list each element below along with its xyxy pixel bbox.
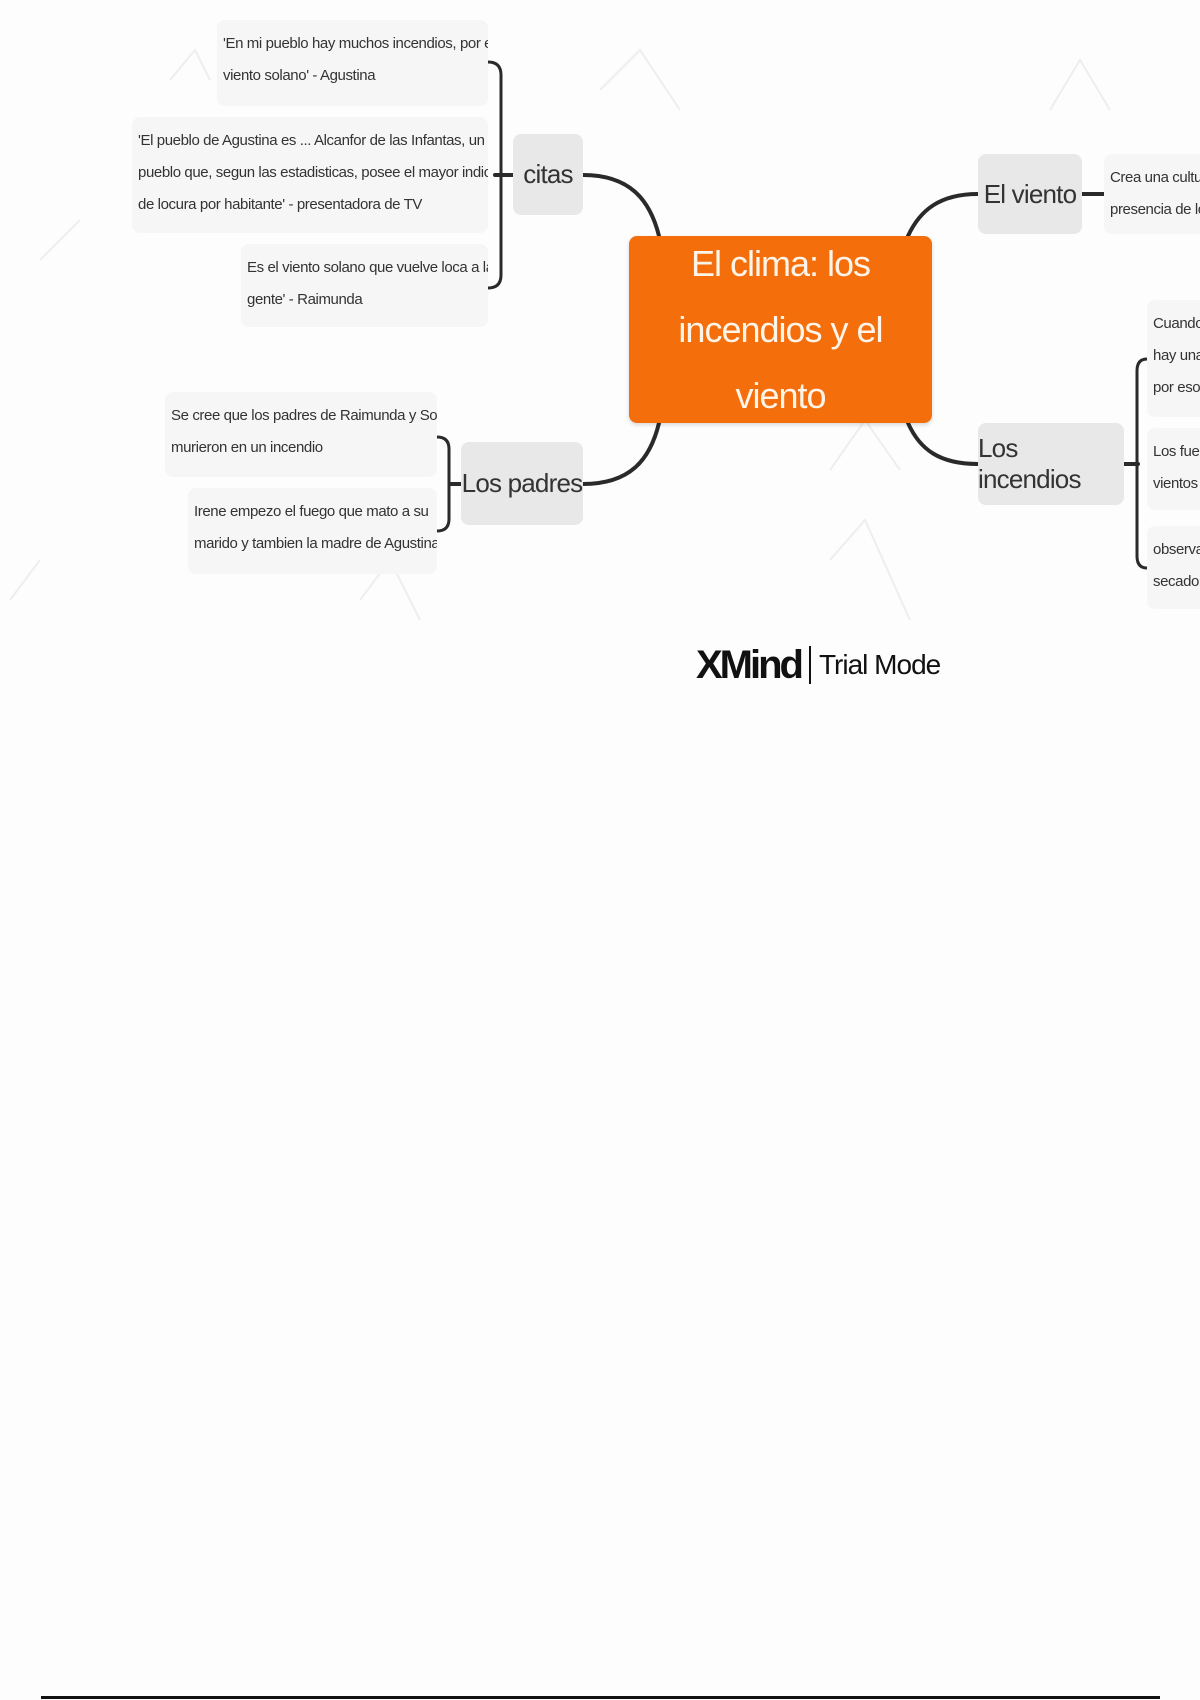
xmind-watermark: XMind Trial Mode bbox=[696, 640, 941, 690]
leaf-line: viento solano' - Agustina bbox=[223, 67, 376, 84]
leaf-line: Se cree que los padres de Raimunda y Sol… bbox=[171, 407, 437, 424]
topic-viento-label: El viento bbox=[983, 178, 1077, 209]
leaf-line: por eso bbox=[1153, 379, 1200, 396]
topic-incendios-label: Los incendios bbox=[978, 433, 1081, 494]
leaf-line: vientos bbox=[1153, 475, 1198, 492]
incendios-item-1[interactable]: Cuando hay una por eso bbox=[1147, 300, 1200, 417]
leaf-line: pueblo que, segun las estadisticas, pose… bbox=[138, 164, 488, 181]
central-title-line1: El clima: los bbox=[690, 242, 871, 284]
padres-item-1[interactable]: Se cree que los padres de Raimunda y Sol… bbox=[165, 392, 437, 477]
leaf-line: murieron en un incendio bbox=[171, 439, 323, 456]
leaf-line: presencia de lo bbox=[1110, 201, 1200, 218]
leaf-line: de locura por habitante' - presentadora … bbox=[138, 196, 422, 213]
topic-los-incendios[interactable]: Los incendios bbox=[978, 423, 1124, 505]
bracket-citas bbox=[486, 60, 503, 290]
citas-item-2[interactable]: 'El pueblo de Agustina es ... Alcanfor d… bbox=[132, 117, 488, 233]
leaf-line: observa bbox=[1153, 541, 1200, 558]
watermark-divider bbox=[808, 646, 811, 684]
leaf-line: gente' - Raimunda bbox=[247, 291, 363, 308]
leaf-line: 'El pueblo de Agustina es ... Alcanfor d… bbox=[138, 132, 485, 149]
bracket-incendios bbox=[1135, 357, 1149, 570]
topic-los-padres[interactable]: Los padres bbox=[461, 442, 583, 525]
leaf-line: Crea una cultu bbox=[1110, 169, 1200, 186]
leaf-line: 'En mi pueblo hay muchos incendios, por … bbox=[223, 35, 488, 52]
leaf-line: Cuando bbox=[1153, 315, 1200, 332]
leaf-line: Es el viento solano que vuelve loca a la bbox=[247, 259, 488, 276]
viento-item-1[interactable]: Crea una cultu presencia de lo bbox=[1104, 154, 1200, 234]
citas-item-1[interactable]: 'En mi pueblo hay muchos incendios, por … bbox=[217, 20, 488, 106]
topic-citas[interactable]: citas bbox=[513, 134, 583, 215]
leaf-line: hay una bbox=[1153, 347, 1200, 364]
leaf-line: Irene empezo el fuego que mato a su bbox=[194, 503, 429, 520]
connector-padres bbox=[581, 421, 661, 486]
citas-item-3[interactable]: Es el viento solano que vuelve loca a la… bbox=[241, 244, 488, 327]
leaf-line: Los fueg bbox=[1153, 443, 1200, 460]
leaf-line: secado bbox=[1153, 573, 1199, 590]
padres-item-2[interactable]: Irene empezo el fuego que mato a su marid… bbox=[188, 488, 437, 574]
incendios-item-2[interactable]: Los fueg vientos bbox=[1147, 428, 1200, 510]
trial-mode-label: Trial Mode bbox=[818, 649, 941, 680]
leaf-line: marido y tambien la madre de Agustina bbox=[194, 535, 437, 552]
xmind-logo: XMind bbox=[696, 642, 804, 687]
topic-citas-label: citas bbox=[523, 159, 573, 189]
topic-el-viento[interactable]: El viento bbox=[978, 154, 1082, 234]
bracket-padres bbox=[435, 435, 451, 533]
bottom-rule bbox=[41, 1696, 1160, 1699]
connector-viento bbox=[906, 192, 980, 238]
central-title-line2: incendios y el viento bbox=[678, 308, 883, 416]
connector-citas bbox=[581, 173, 661, 238]
topic-padres-label: Los padres bbox=[461, 468, 583, 498]
connector-incendios bbox=[906, 421, 980, 466]
incendios-item-3[interactable]: observa secado bbox=[1147, 526, 1200, 609]
central-topic[interactable]: El clima: los incendios y el viento bbox=[629, 236, 932, 423]
